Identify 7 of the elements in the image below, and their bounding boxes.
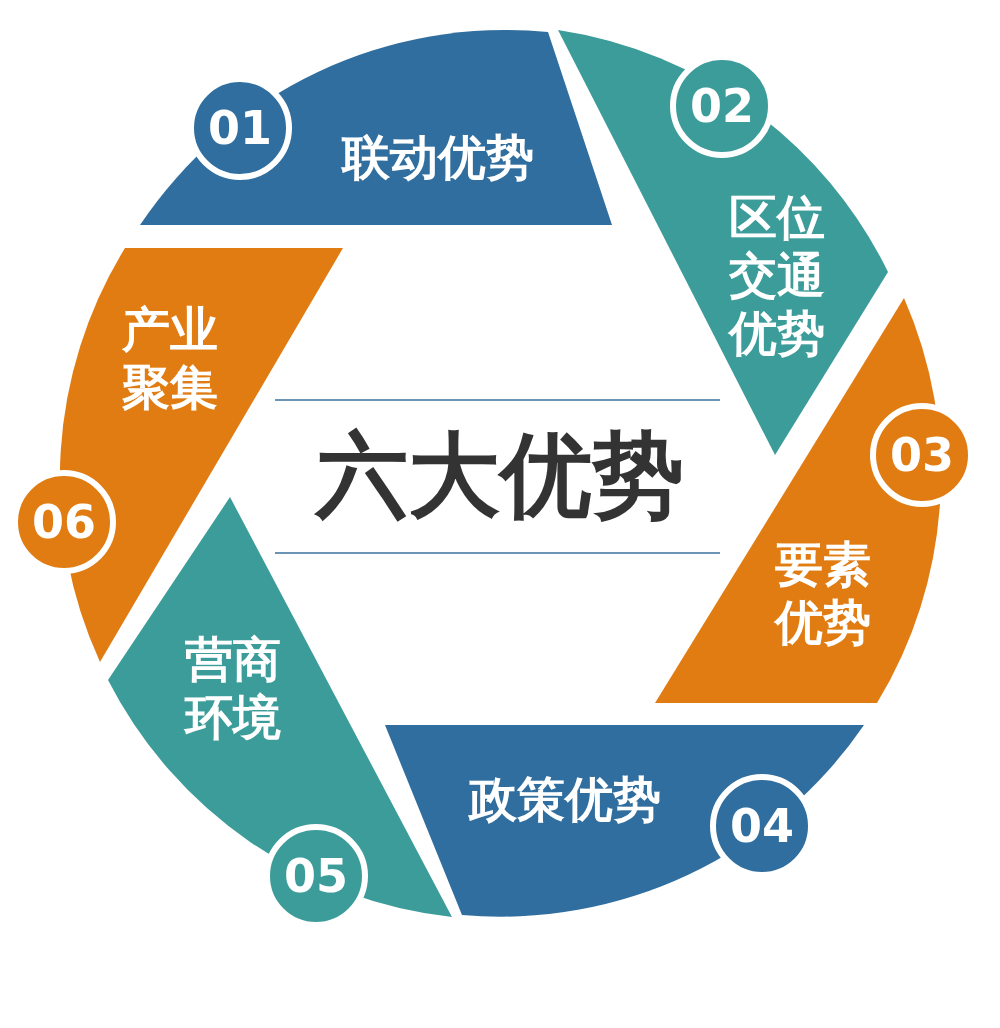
segment-label: 区位交通优势: [727, 188, 826, 362]
title: 六大优势: [313, 421, 685, 531]
segment-label: 联动优势: [340, 128, 535, 186]
segment-label: 产业聚集: [121, 300, 219, 416]
segment-label: 政策优势: [467, 770, 662, 828]
segment-label: 要素优势: [773, 535, 872, 651]
segment-label: 营商环境: [183, 630, 282, 746]
